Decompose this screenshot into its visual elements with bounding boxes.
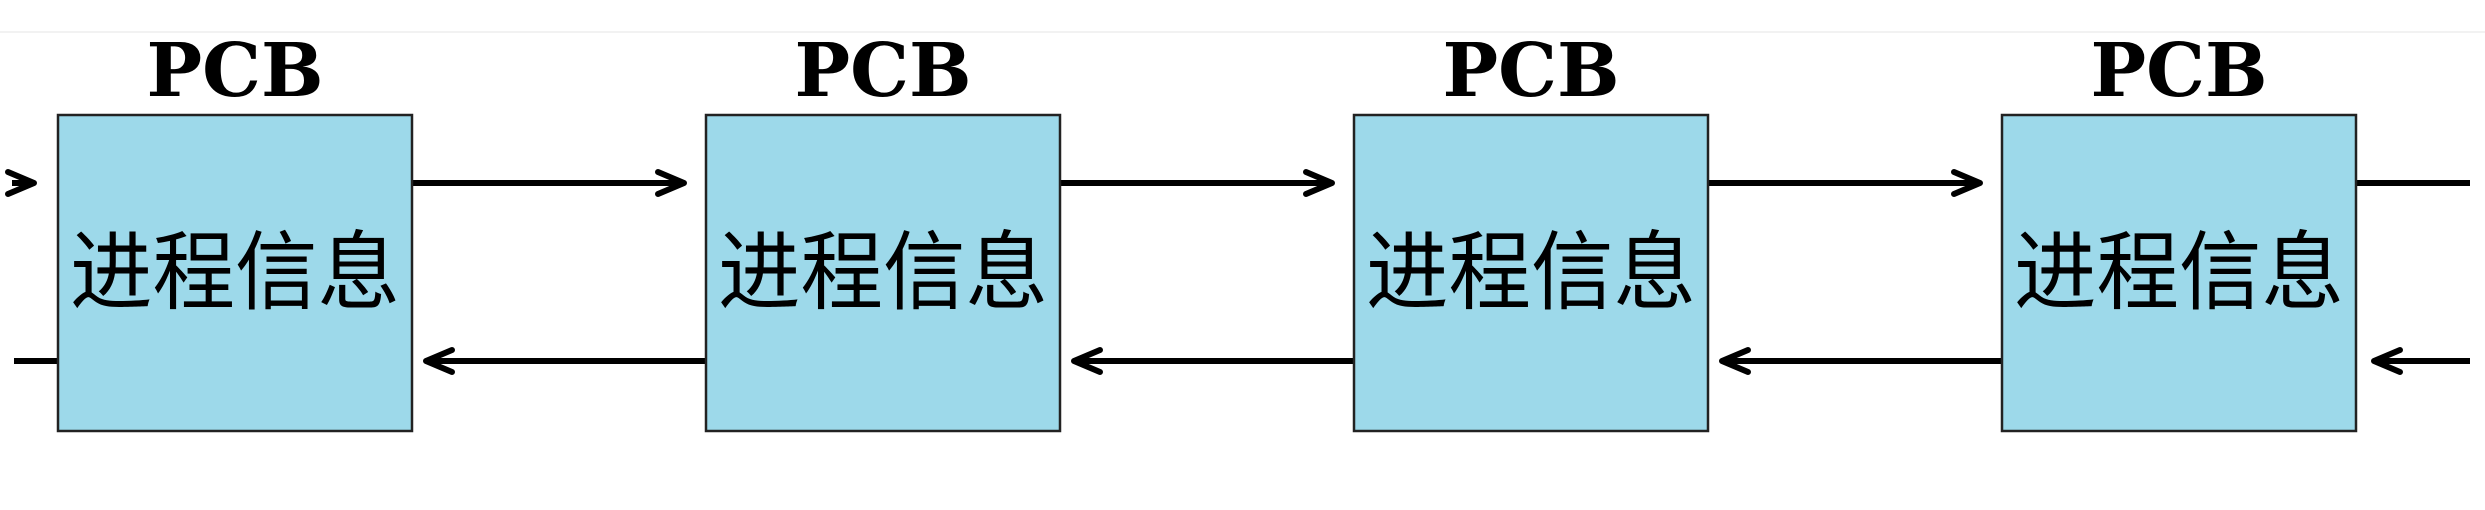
- pcb-process-info-label: 进程信息: [718, 223, 1048, 323]
- arrow-head-left-icon: [423, 347, 455, 375]
- pcb-title: PCB: [1442, 28, 1619, 114]
- pcb-process-info-label: 进程信息: [2014, 223, 2344, 323]
- pcb-process-info-label: 进程信息: [70, 223, 400, 323]
- pcb-process-info-label: 进程信息: [1366, 223, 1696, 323]
- pcb-node: PCB 进程信息: [56, 28, 414, 433]
- arrow-head-right-icon: [1951, 169, 1983, 197]
- arrow-head-left-icon: [2371, 347, 2403, 375]
- arrow-head-left-icon: [1071, 347, 1103, 375]
- nodes-layer: PCB 进程信息 PCB 进程信息 PCB 进程信息 PCB 进程信息: [56, 28, 2358, 433]
- pcb-node: PCB 进程信息: [1352, 28, 1710, 433]
- pcb-node: PCB 进程信息: [704, 28, 1062, 433]
- arrow-head-right-icon: [1303, 169, 1335, 197]
- pcb-title: PCB: [146, 28, 323, 114]
- pcb-box: [1352, 113, 1710, 433]
- pcb-box: [2000, 113, 2358, 433]
- pcb-box: [704, 113, 1062, 433]
- pcb-title: PCB: [794, 28, 971, 114]
- pcb-box: [56, 113, 414, 433]
- arrow-head-right-icon: [5, 169, 37, 197]
- links-layer: [5, 169, 2470, 375]
- arrow-head-right-icon: [655, 169, 687, 197]
- pcb-title: PCB: [2090, 28, 2267, 114]
- pcb-node: PCB 进程信息: [2000, 28, 2358, 433]
- arrow-head-left-icon: [1719, 347, 1751, 375]
